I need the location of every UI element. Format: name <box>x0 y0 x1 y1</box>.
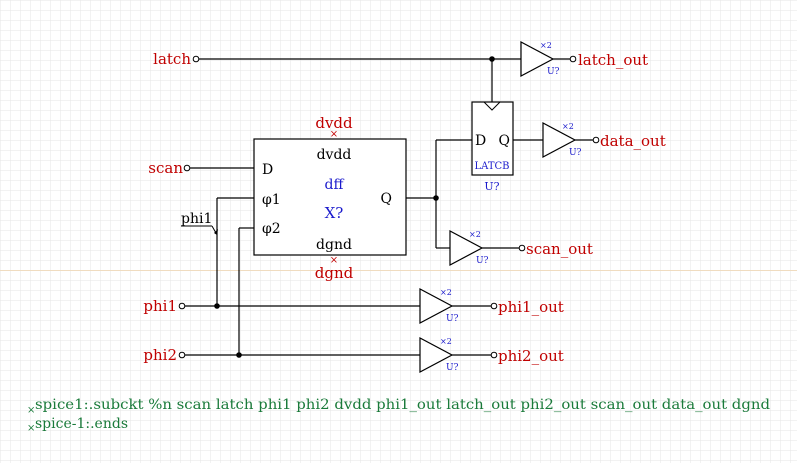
spice-line-1[interactable]: spice1:.subckt %n scan latch phi1 phi2 d… <box>35 397 770 413</box>
buffer-ref: U? <box>446 363 459 373</box>
dff-pin-phi1: φ1 <box>262 192 281 208</box>
dff-model-name: dff <box>325 177 345 193</box>
spice-marker: × <box>27 423 35 434</box>
dff-ref: X? <box>325 204 344 222</box>
dff-ground-label: dgnd <box>315 264 354 282</box>
buffer-strength: ×2 <box>540 41 552 50</box>
dff-pin-vdd: dvdd <box>317 147 352 163</box>
buffer-strength: ×2 <box>469 230 481 239</box>
port-terminals <box>178 55 600 359</box>
buffer-phi1-out[interactable]: ×2 U? <box>419 288 459 324</box>
net-label-phi1[interactable]: phi1 <box>181 211 218 235</box>
junction-dot <box>236 352 242 358</box>
port-latch-out[interactable]: latch_out <box>578 51 648 69</box>
spice-marker: × <box>27 405 35 416</box>
buffer-scan-out[interactable]: ×2 U? <box>449 230 489 266</box>
wires <box>185 58 593 356</box>
spice-line-2[interactable]: spice-1:.ends <box>35 416 128 432</box>
latch-pin-d: D <box>475 133 486 149</box>
buffer-ref: U? <box>569 148 582 158</box>
dff-ground-pin-mark: × <box>330 255 338 266</box>
dff-supply-pin-mark: × <box>330 129 338 140</box>
buffer-data-out[interactable]: ×2 U? <box>542 122 582 158</box>
svg-text:phi1: phi1 <box>181 211 212 227</box>
junction-dot <box>433 195 439 201</box>
port-phi1[interactable]: phi1 <box>143 297 177 315</box>
buffer-latch-out[interactable]: ×2 U? <box>520 41 560 77</box>
spice-directives: × spice1:.subckt %n scan latch phi1 phi2… <box>27 397 770 434</box>
port-phi2[interactable]: phi2 <box>143 346 177 364</box>
dff-pin-d: D <box>262 162 273 178</box>
latch-ref: U? <box>484 180 499 193</box>
latch-block[interactable]: D Q LATCB U? <box>471 101 514 193</box>
buffer-strength: ×2 <box>562 122 574 131</box>
latch-name: LATCB <box>475 161 510 172</box>
buffer-strength: ×2 <box>440 288 452 297</box>
dff-pin-q: Q <box>381 191 392 207</box>
dff-supply-label: dvdd <box>315 114 353 132</box>
buffer-ref: U? <box>446 314 459 324</box>
port-scan[interactable]: scan <box>148 159 183 177</box>
junction-dot <box>214 303 220 309</box>
port-phi1-out[interactable]: phi1_out <box>498 298 564 316</box>
dff-pin-gnd: dgnd <box>316 237 352 253</box>
buffer-strength: ×2 <box>440 337 452 346</box>
port-scan-out[interactable]: scan_out <box>526 240 593 258</box>
buffer-phi2-out[interactable]: ×2 U? <box>419 337 459 373</box>
buffer-ref: U? <box>476 256 489 266</box>
dff-pin-phi2: φ2 <box>262 221 281 237</box>
port-phi2-out[interactable]: phi2_out <box>498 347 564 365</box>
junctions <box>214 56 495 358</box>
dff-block[interactable]: dvdd × dgnd × D φ1 φ2 Q dvdd dgnd dff X? <box>253 114 407 282</box>
buffer-ref: U? <box>547 67 560 77</box>
latch-pin-q: Q <box>499 133 510 149</box>
port-latch[interactable]: latch <box>153 50 191 68</box>
junction-dot <box>489 56 495 62</box>
port-data-out[interactable]: data_out <box>600 132 666 150</box>
